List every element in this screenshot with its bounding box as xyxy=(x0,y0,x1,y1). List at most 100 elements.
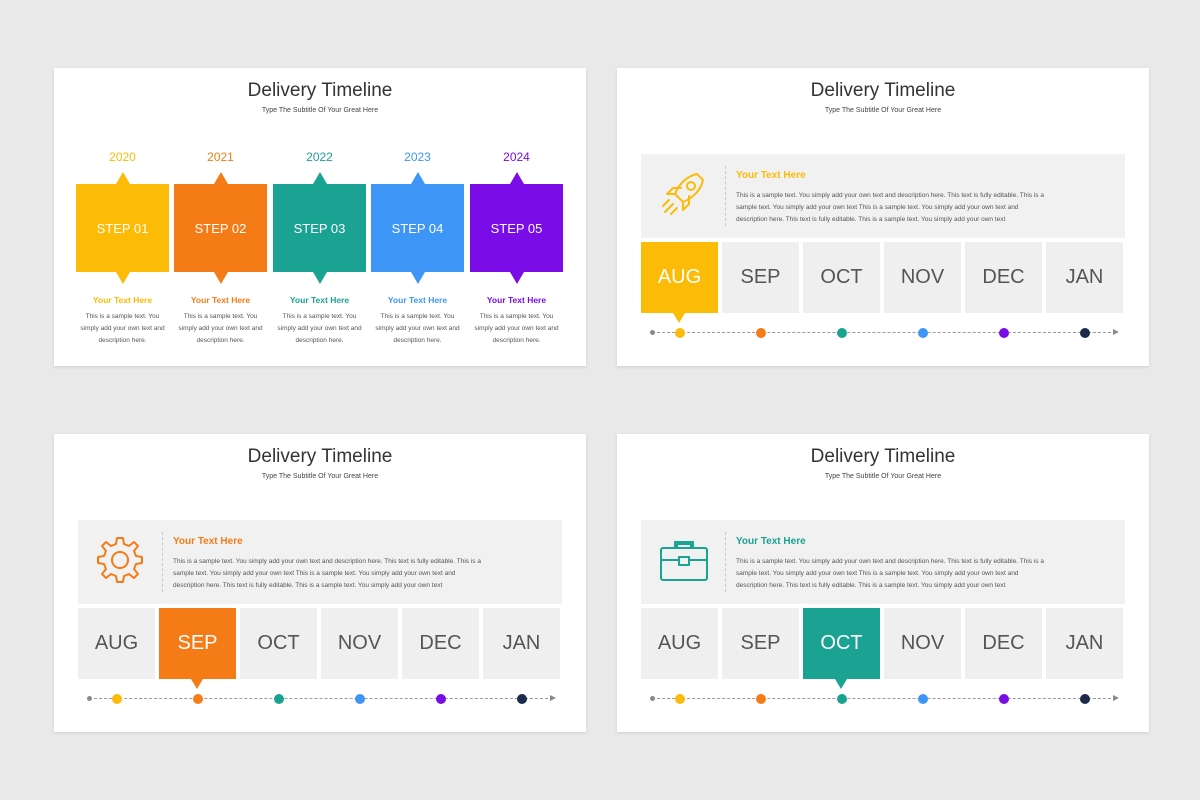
info-heading: Your Text Here xyxy=(173,536,243,547)
divider xyxy=(725,532,726,592)
slide-month-sep: Delivery Timeline Type The Subtitle Of Y… xyxy=(54,434,586,732)
divider xyxy=(162,532,163,592)
step-box: STEP 01 xyxy=(76,172,169,284)
month-cell: OCT xyxy=(803,242,880,313)
slide-subtitle: Type The Subtitle Of Your Great Here xyxy=(261,473,379,480)
info-text: This is a sample text. You simply add yo… xyxy=(736,192,1044,223)
info-heading: Your Text Here xyxy=(736,170,806,181)
timeline-dot xyxy=(918,328,928,338)
timeline-dot xyxy=(1080,328,1090,338)
timeline-dot xyxy=(837,328,847,338)
step-heading: Your Text Here xyxy=(190,295,251,305)
slide-title: Delivery Timeline xyxy=(810,446,956,467)
timeline-start-dot xyxy=(87,696,92,701)
month-cell: NOV xyxy=(884,608,961,679)
timeline-line xyxy=(652,698,1116,699)
slide-subtitle: Type The Subtitle Of Your Great Here xyxy=(824,473,942,480)
month-cell: JAN xyxy=(1046,242,1123,313)
timeline-dot xyxy=(517,694,527,704)
info-panel: Your Text Here This is a sample text. Yo… xyxy=(641,154,1125,238)
step-heading: Your Text Here xyxy=(289,295,350,305)
month-cell: OCT xyxy=(240,608,317,679)
timeline-dot xyxy=(112,694,122,704)
step-heading: Your Text Here xyxy=(387,295,448,305)
briefcase-icon xyxy=(653,532,713,592)
month-cell: DEC xyxy=(965,608,1042,679)
step-year: 2022 xyxy=(306,150,333,164)
timeline-dot xyxy=(918,694,928,704)
timeline-dot xyxy=(999,328,1009,338)
month-cell: SEP xyxy=(722,242,799,313)
timeline-dot xyxy=(756,694,766,704)
month-cell: DEC xyxy=(965,242,1042,313)
timeline-dot xyxy=(756,328,766,338)
timeline-line xyxy=(89,698,553,699)
step-column: 2021 STEP 02 Your Text Here This is a sa… xyxy=(174,148,267,348)
timeline-line xyxy=(652,332,1116,333)
step-year: 2024 xyxy=(503,150,530,164)
month-cell: SEP xyxy=(722,608,799,679)
divider xyxy=(725,166,726,226)
month-cell: AUG xyxy=(641,608,718,679)
slide-title: Delivery Timeline xyxy=(247,80,393,101)
slide-title: Delivery Timeline xyxy=(247,446,393,467)
timeline-dot xyxy=(274,694,284,704)
month-cell: OCT xyxy=(803,608,880,689)
gear-icon xyxy=(90,532,150,592)
timeline-arrow-icon xyxy=(1113,329,1119,335)
step-box: STEP 03 xyxy=(273,172,366,284)
timeline-dot xyxy=(1080,694,1090,704)
info-panel: Your Text Here This is a sample text. Yo… xyxy=(78,520,562,604)
timeline-start-dot xyxy=(650,696,655,701)
timeline-start-dot xyxy=(650,330,655,335)
timeline-dot xyxy=(675,328,685,338)
month-cell: AUG xyxy=(641,242,718,323)
step-description: This is a sample text. You simply add yo… xyxy=(80,313,165,344)
month-cell: DEC xyxy=(402,608,479,679)
timeline-dot xyxy=(355,694,365,704)
step-box: STEP 05 xyxy=(470,172,563,284)
info-text: This is a sample text. You simply add yo… xyxy=(173,558,481,589)
slide-subtitle: Type The Subtitle Of Your Great Here xyxy=(824,107,942,114)
timeline-dot xyxy=(436,694,446,704)
step-column: 2023 STEP 04 Your Text Here This is a sa… xyxy=(371,148,464,348)
month-cell: NOV xyxy=(321,608,398,679)
step-description: This is a sample text. You simply add yo… xyxy=(375,313,460,344)
rocket-icon xyxy=(653,166,713,226)
step-description: This is a sample text. You simply add yo… xyxy=(474,313,559,344)
timeline-dot xyxy=(999,694,1009,704)
month-row: AUG SEP OCT NOV DEC JAN xyxy=(641,242,1125,323)
slide-steps: Delivery Timeline Type The Subtitle Of Y… xyxy=(54,68,586,366)
step-description: This is a sample text. You simply add yo… xyxy=(277,313,362,344)
month-cell: AUG xyxy=(78,608,155,679)
step-column: 2024 STEP 05 Your Text Here This is a sa… xyxy=(470,148,563,348)
slide-title: Delivery Timeline xyxy=(810,80,956,101)
step-column: 2022 STEP 03 Your Text Here This is a sa… xyxy=(273,148,366,348)
month-cell: NOV xyxy=(884,242,961,313)
step-heading: Your Text Here xyxy=(92,295,153,305)
step-year: 2023 xyxy=(404,150,431,164)
step-description: This is a sample text. You simply add yo… xyxy=(178,313,263,344)
timeline-dot xyxy=(193,694,203,704)
step-column: 2020 STEP 01 Your Text Here This is a sa… xyxy=(76,148,169,348)
month-cell: JAN xyxy=(483,608,560,679)
step-box: STEP 04 xyxy=(371,172,464,284)
slide-month-oct: Delivery Timeline Type The Subtitle Of Y… xyxy=(617,434,1149,732)
timeline-dot xyxy=(837,694,847,704)
month-row: AUG SEP OCT NOV DEC JAN xyxy=(641,608,1125,689)
timeline-dot xyxy=(675,694,685,704)
step-year: 2021 xyxy=(207,150,234,164)
timeline-arrow-icon xyxy=(550,695,556,701)
month-cell: SEP xyxy=(159,608,236,689)
info-text: This is a sample text. You simply add yo… xyxy=(736,558,1044,589)
step-heading: Your Text Here xyxy=(486,295,547,305)
month-row: AUG SEP OCT NOV DEC JAN xyxy=(78,608,562,689)
month-cell: JAN xyxy=(1046,608,1123,679)
slide-subtitle: Type The Subtitle Of Your Great Here xyxy=(261,107,379,114)
step-box: STEP 02 xyxy=(174,172,267,284)
timeline-arrow-icon xyxy=(1113,695,1119,701)
info-heading: Your Text Here xyxy=(736,536,806,547)
slide-month-aug: Delivery Timeline Type The Subtitle Of Y… xyxy=(617,68,1149,366)
step-year: 2020 xyxy=(109,150,136,164)
info-panel: Your Text Here This is a sample text. Yo… xyxy=(641,520,1125,604)
